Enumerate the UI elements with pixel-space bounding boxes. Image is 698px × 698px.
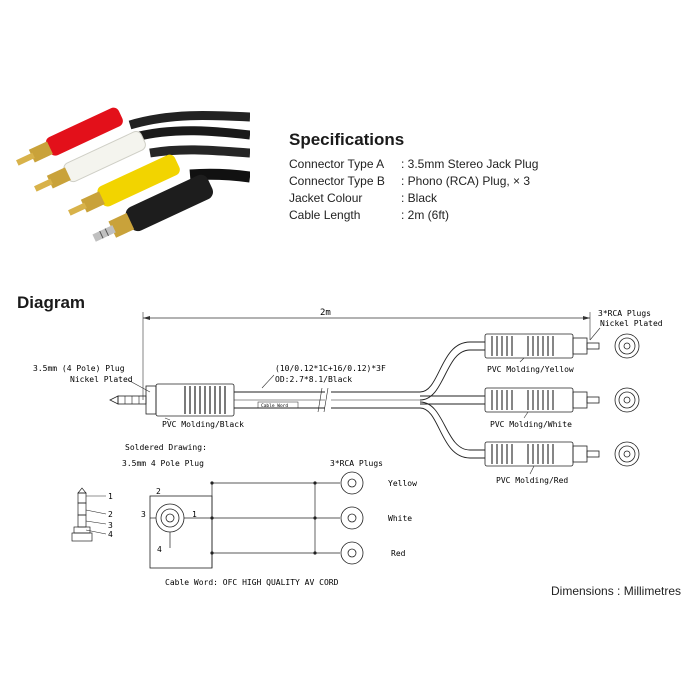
cable-spec-line-2: OD:2.7*8.1/Black: [275, 375, 352, 384]
small-jack-plug-drawing: 1 2 3 4: [71, 487, 113, 542]
pin-label-3: 3: [108, 521, 113, 530]
spec-row: Connector Type A : 3.5mm Stereo Jack Plug: [289, 157, 538, 171]
socket-pin-4: 4: [157, 545, 162, 554]
spec-key: Cable Length: [289, 208, 361, 222]
cable-word-label: Cable Word: [261, 403, 288, 409]
spec-row: Connector Type B : Phono (RCA) Plug, × 3: [289, 174, 530, 188]
cable-word-footer: Cable Word: OFC HIGH QUALITY AV CORD: [165, 578, 339, 587]
rca-plug-white-drawing: [484, 387, 640, 413]
spec-row: Cable Length : 2m (6ft): [289, 208, 449, 222]
length-label: 2m: [320, 308, 331, 318]
molding-red-label: PVC Molding/Red: [496, 476, 568, 485]
socket-pin-2: 2: [156, 487, 161, 496]
right-plug-label-1: 3*RCA Plugs: [598, 309, 651, 318]
soldered-plug-label: 3.5mm 4 Pole Plug: [122, 459, 204, 468]
dimensions-note: Dimensions : Millimetres: [551, 584, 682, 598]
left-plug-label-2: Nickel Plated: [70, 375, 133, 384]
molding-black-label: PVC Molding/Black: [162, 420, 244, 429]
cable-diagram: 2m 3.5mm (4 Pole) Plug Nickel Plated PVC…: [33, 308, 663, 485]
rca-label-white: White: [388, 514, 412, 523]
rca-plug-red-drawing: [484, 441, 640, 467]
pin-label-1: 1: [108, 492, 113, 501]
spec-row: Jacket Colour : Black: [289, 191, 437, 205]
spec-value: : 3.5mm Stereo Jack Plug: [401, 157, 539, 171]
pin-label-4: 4: [108, 530, 113, 539]
rca-label-yellow: Yellow: [388, 479, 417, 488]
diagram-title: Diagram: [17, 293, 86, 312]
socket-pin-1: 1: [192, 510, 197, 519]
soldered-rca-label: 3*RCA Plugs: [330, 459, 383, 468]
jack-plug-drawing: [109, 383, 235, 417]
molding-yellow-label: PVC Molding/Yellow: [487, 365, 574, 374]
spec-key: Jacket Colour: [289, 191, 363, 205]
spec-value: : Phono (RCA) Plug, × 3: [401, 174, 531, 188]
right-plug-label-2: Nickel Plated: [600, 319, 663, 328]
pin-label-2: 2: [108, 510, 113, 519]
molding-white-label: PVC Molding/White: [490, 420, 572, 429]
left-plug-label-1: 3.5mm (4 Pole) Plug: [33, 364, 125, 373]
spec-key: Connector Type A: [289, 157, 385, 171]
soldered-drawing: Soldered Drawing: 3.5mm 4 Pole Plug 3*RC…: [71, 443, 417, 587]
rca-plug-yellow-drawing: [484, 333, 640, 359]
specifications-title: Specifications: [289, 130, 405, 149]
spec-value: : 2m (6ft): [401, 208, 450, 222]
spec-value: : Black: [401, 191, 438, 205]
spec-key: Connector Type B: [289, 174, 385, 188]
cable-spec-line-1: (10/0.12*1C+16/0.12)*3F: [275, 364, 386, 373]
rca-label-red: Red: [391, 549, 406, 558]
cable-product-photo: [16, 107, 250, 242]
socket-pin-3: 3: [141, 510, 146, 519]
soldered-title: Soldered Drawing:: [125, 443, 207, 452]
